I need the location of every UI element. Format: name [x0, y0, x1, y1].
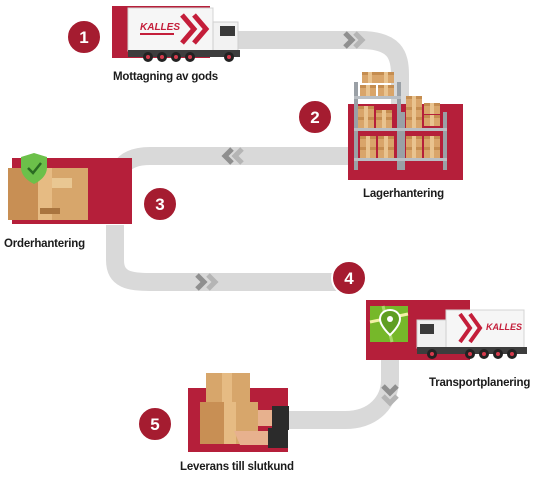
truck-icon: KALLES — [127, 7, 240, 62]
step-1-label: Mottagning av gods — [113, 71, 219, 83]
step-2-badge: 2 — [297, 99, 333, 135]
secured-package-icon — [8, 153, 88, 220]
arrow-down-icon — [381, 394, 399, 407]
direction-arrows — [195, 31, 399, 407]
shield-icon — [21, 153, 47, 184]
step-2-label: Lagerhantering — [363, 188, 444, 200]
step-4-badge: 4 — [331, 260, 367, 296]
location-pin-icon — [378, 308, 402, 337]
step-1-number: 1 — [79, 28, 88, 47]
svg-text:KALLES: KALLES — [140, 22, 180, 33]
arrow-left-icon — [231, 147, 244, 165]
hand-icon — [258, 410, 276, 426]
svg-text:KALLES: KALLES — [486, 322, 522, 332]
step-1-badge: 1 — [66, 19, 102, 55]
step-4-number: 4 — [344, 269, 354, 288]
step-2-number: 2 — [310, 108, 319, 127]
arrow-right-icon — [343, 31, 356, 49]
arrow-right-icon — [195, 273, 208, 291]
step-3-label: Orderhantering — [4, 238, 85, 250]
step-5-label: Leverans till slutkund — [180, 461, 294, 473]
arrow-down-icon — [381, 384, 399, 397]
arrow-right-icon — [206, 273, 219, 291]
arrow-left-icon — [221, 147, 234, 165]
step-3-number: 3 — [155, 195, 164, 214]
warehouse-shelves-icon — [354, 72, 447, 170]
hand-icon — [234, 431, 270, 445]
handover-boxes-icon — [200, 373, 289, 448]
step-5-badge: 5 — [137, 406, 173, 442]
step-4-label: Transportplanering — [429, 377, 531, 389]
step-badges: 1 2 3 4 5 — [66, 19, 367, 442]
step-5-number: 5 — [150, 415, 159, 434]
arrow-right-icon — [353, 31, 366, 49]
step-3-badge: 3 — [142, 186, 178, 222]
map-truck-icon: KALLES — [369, 305, 527, 359]
